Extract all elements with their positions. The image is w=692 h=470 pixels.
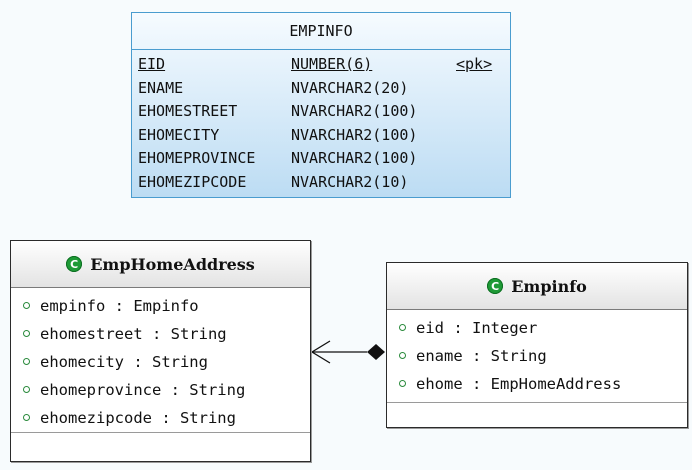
column-name: EID <box>138 55 166 73</box>
class-name: Empinfo <box>511 276 587 296</box>
primary-key-marker: <pk> <box>456 55 493 73</box>
column-type: NVARCHAR2(10) <box>291 172 409 191</box>
attribute-text: ehomezipcode : String <box>40 409 236 427</box>
class-badge-icon: C <box>66 256 83 272</box>
attribute-text: ehomeprovince : String <box>40 381 246 399</box>
column-type: NVARCHAR2(100) <box>291 125 418 144</box>
attribute-row: ehomecity : String <box>11 348 310 376</box>
attribute-compartment: eid : Integer ename : String ehome : Emp… <box>387 310 687 403</box>
table-column-row: EHOMESTREET NVARCHAR2(100) <box>138 100 510 124</box>
column-name: EHOMEPROVINCE <box>138 149 256 167</box>
open-arrowhead-icon <box>310 340 331 364</box>
attribute-text: empinfo : Empinfo <box>40 297 199 315</box>
class-name: EmpHomeAddress <box>90 254 255 274</box>
filled-diamond-icon <box>367 344 385 360</box>
attribute-row: ehomestreet : String <box>11 320 310 348</box>
attribute-text: ehome : EmpHomeAddress <box>416 375 622 393</box>
attribute-text: ehomestreet : String <box>40 325 227 343</box>
attribute-row: ename : String <box>387 342 687 370</box>
class-header: C EmpHomeAddress <box>11 241 310 288</box>
attribute-text: eid : Integer <box>416 319 538 337</box>
attribute-row: ehome : EmpHomeAddress <box>387 370 687 398</box>
empinfo-table[interactable]: EMPINFO EID NUMBER(6) <pk> ENAME NVARCHA… <box>131 12 511 198</box>
column-name: EHOMEZIPCODE <box>138 172 247 191</box>
attribute-row: eid : Integer <box>387 314 687 342</box>
attribute-compartment: empinfo : Empinfo ehomestreet : String e… <box>11 288 310 433</box>
attribute-row: empinfo : Empinfo <box>11 292 310 320</box>
attribute-dot-icon <box>399 380 406 387</box>
column-type: NVARCHAR2(20) <box>291 78 409 97</box>
table-column-row: EID NUMBER(6) <pk> <box>138 53 510 77</box>
class-header: C Empinfo <box>387 263 687 310</box>
attribute-dot-icon <box>23 414 30 421</box>
class-emphomeaddress[interactable]: C EmpHomeAddress empinfo : Empinfo ehome… <box>10 240 311 462</box>
column-name: EHOMESTREET <box>138 102 238 120</box>
table-title: EMPINFO <box>132 13 510 50</box>
table-column-row: EHOMEZIPCODE NVARCHAR2(10) <box>138 171 510 195</box>
table-column-row: EHOMECITY NVARCHAR2(100) <box>138 124 510 148</box>
column-type: NVARCHAR2(100) <box>291 102 418 120</box>
table-column-row: ENAME NVARCHAR2(20) <box>138 77 510 101</box>
attribute-text: ename : String <box>416 347 547 365</box>
table-column-row: EHOMEPROVINCE NVARCHAR2(100) <box>138 147 510 171</box>
column-name: EHOMECITY <box>138 125 220 144</box>
column-name: ENAME <box>138 78 184 97</box>
column-type: NUMBER(6) <box>291 55 373 73</box>
attribute-dot-icon <box>23 358 30 365</box>
attribute-row: ehomeprovince : String <box>11 376 310 404</box>
column-type: NVARCHAR2(100) <box>291 149 418 167</box>
attribute-dot-icon <box>23 302 30 309</box>
attribute-text: ehomecity : String <box>40 353 208 371</box>
attribute-dot-icon <box>399 352 406 359</box>
attribute-dot-icon <box>23 386 30 393</box>
table-columns: EID NUMBER(6) <pk> ENAME NVARCHAR2(20) E… <box>132 50 510 194</box>
class-badge-icon: C <box>487 278 504 294</box>
attribute-dot-icon <box>23 330 30 337</box>
attribute-row: ehomezipcode : String <box>11 404 310 432</box>
class-empinfo[interactable]: C Empinfo eid : Integer ename : String e… <box>386 262 688 428</box>
attribute-dot-icon <box>399 324 406 331</box>
